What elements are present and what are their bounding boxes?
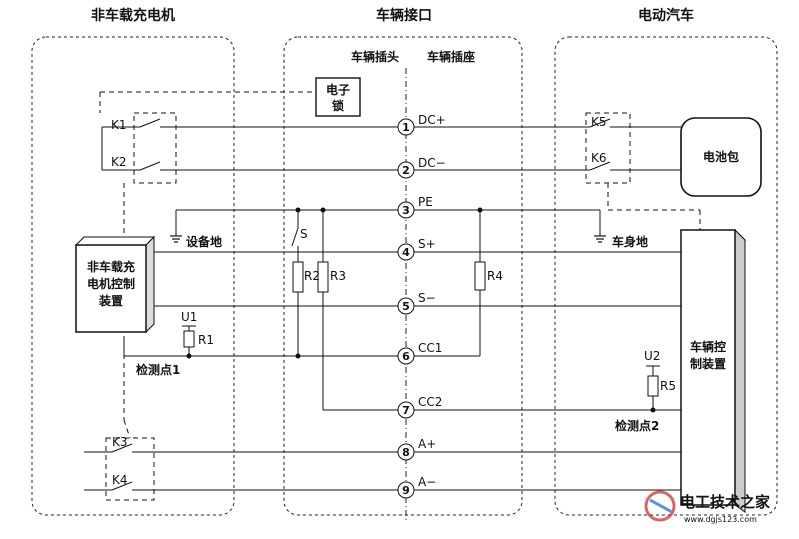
detection-point-1: 检测点1	[136, 362, 180, 377]
pin-8: 8	[397, 443, 415, 461]
resistor-R2-label: R2	[304, 269, 320, 283]
plug-label: 车辆插头	[351, 49, 399, 64]
pin-2-label: DC−	[418, 156, 446, 170]
pin-5-label: S−	[418, 291, 436, 305]
resistor-R2	[292, 261, 304, 293]
svg-text:6: 6	[402, 350, 410, 363]
charger-region	[31, 36, 235, 516]
pin-9-label: A−	[418, 475, 436, 489]
electronic-lock-line2: 锁	[332, 98, 344, 113]
watermark-brand: 电工技术之家	[680, 493, 770, 511]
detection-point-2: 检测点2	[615, 418, 659, 433]
vehicle-controller-line2: 制装置	[690, 356, 726, 371]
interface-region	[283, 36, 523, 516]
watermark-logo	[644, 490, 676, 522]
pin-1-label: DC+	[418, 113, 446, 127]
vehicle-region	[554, 36, 778, 516]
vehicle-controller-line1: 车辆控	[690, 339, 726, 354]
charger-controller-line3: 装置	[98, 293, 123, 308]
resistor-R5	[647, 375, 659, 397]
pin-8-label: A+	[418, 437, 436, 451]
svg-text:9: 9	[402, 484, 410, 497]
svg-text:5: 5	[402, 300, 410, 313]
voltage-U1-label: U1	[181, 310, 197, 324]
svg-text:4: 4	[402, 246, 410, 259]
vehicle-controller	[680, 229, 736, 506]
pin-3: 3	[397, 201, 415, 219]
battery-pack	[680, 117, 762, 197]
pin-2: 2	[397, 161, 415, 179]
switch-K2-label: K2	[111, 155, 127, 169]
electronic-lock-box	[315, 77, 361, 117]
charger-controller	[75, 244, 147, 333]
pin-4-label: S+	[418, 237, 436, 251]
svg-text:2: 2	[402, 164, 410, 177]
switch-K4-label: K4	[112, 473, 128, 487]
resistor-R1	[183, 330, 195, 348]
vehicle-header: 电动汽车	[638, 7, 694, 24]
pin-6-label: CC1	[418, 341, 442, 355]
switch-K1-label: K1	[111, 118, 127, 132]
body-ground-label: 车身地	[612, 234, 648, 249]
resistor-R1-label: R1	[198, 333, 214, 347]
switch-K3-label: K3	[112, 435, 128, 449]
watermark-url: www.dgjs123.com	[684, 515, 757, 524]
interface-header: 车辆接口	[376, 7, 432, 24]
charger-controller-line2: 电机控制	[87, 276, 135, 291]
switch-S-label: S	[300, 227, 308, 241]
voltage-U2-label: U2	[644, 349, 660, 363]
pin-4: 4	[397, 243, 415, 261]
electronic-lock-line1: 电子	[326, 82, 350, 97]
switch-K5-label: K5	[591, 115, 607, 129]
pin-9: 9	[397, 481, 415, 499]
switch-K6-label: K6	[591, 151, 607, 165]
pin-5: 5	[397, 297, 415, 315]
resistor-R5-label: R5	[660, 379, 676, 393]
resistor-R4-label: R4	[487, 269, 503, 283]
battery-label: 电池包	[703, 149, 739, 164]
svg-text:7: 7	[402, 404, 410, 417]
charger-controller-line1: 非车载充	[87, 259, 135, 274]
device-ground-icon	[170, 235, 182, 243]
pin-7: 7	[397, 401, 415, 419]
pin-1: 1	[397, 118, 415, 136]
resistor-R3	[317, 261, 329, 293]
body-ground-icon	[594, 235, 606, 243]
pin-7-label: CC2	[418, 395, 442, 409]
svg-text:3: 3	[402, 204, 410, 217]
device-ground-label: 设备地	[186, 234, 222, 249]
svg-text:1: 1	[402, 121, 410, 134]
svg-text:8: 8	[402, 446, 410, 459]
resistor-R3-label: R3	[330, 269, 346, 283]
pin-6: 6	[397, 347, 415, 365]
pin-3-label: PE	[418, 195, 433, 209]
charger-header: 非车载充电机	[91, 7, 175, 24]
resistor-R4	[474, 261, 486, 291]
socket-label: 车辆插座	[427, 49, 475, 64]
